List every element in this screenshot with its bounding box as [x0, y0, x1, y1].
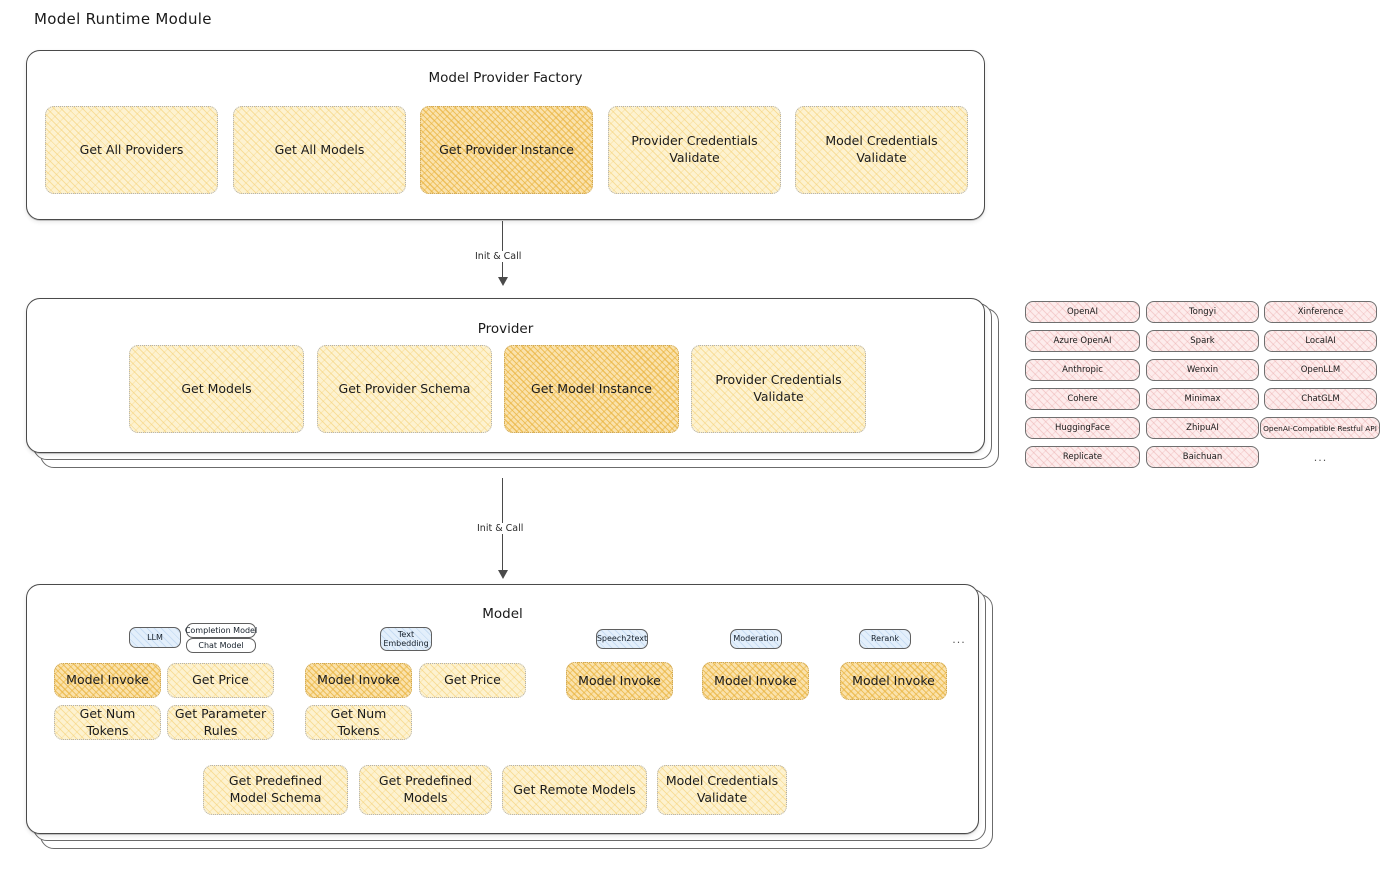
model-shared-node-get-predefined-models[interactable]: Get Predefined Models	[359, 765, 492, 815]
llm-node-get-num-tokens[interactable]: Get Num Tokens	[54, 705, 161, 740]
connector-label: Init & Call	[472, 251, 525, 262]
llm-node-get-parameter-rules[interactable]: Get Parameter Rules	[167, 705, 274, 740]
factory-node-provider-credentials-validate[interactable]: Provider Credentials Validate	[608, 106, 781, 194]
connector-label: Init & Call	[474, 523, 527, 534]
provider-pill-anthropic[interactable]: Anthropic	[1025, 359, 1140, 381]
provider-pill-xinference[interactable]: Xinference	[1264, 301, 1377, 323]
provider-node-provider-credentials-validate[interactable]: Provider Credentials Validate	[691, 345, 866, 433]
model-type-badge-moderation[interactable]: Moderation	[730, 629, 782, 649]
model-type-badge-llm[interactable]: LLM	[129, 627, 181, 648]
text-embedding-node-model-invoke[interactable]: Model Invoke	[305, 663, 412, 698]
provider-pill-wenxin[interactable]: Wenxin	[1146, 359, 1259, 381]
provider-node-get-model-instance[interactable]: Get Model Instance	[504, 345, 679, 433]
moderation-node-model-invoke[interactable]: Model Invoke	[702, 662, 809, 700]
provider-pill-openai[interactable]: OpenAI	[1025, 301, 1140, 323]
model-shared-node-model-credentials-validate[interactable]: Model Credentials Validate	[657, 765, 787, 815]
provider-title: Provider	[477, 321, 534, 337]
provider-pill-azure-openai[interactable]: Azure OpenAI	[1025, 330, 1140, 352]
factory-node-get-all-models[interactable]: Get All Models	[233, 106, 406, 194]
model-type-badge-rerank[interactable]: Rerank	[859, 629, 911, 649]
provider-pill-spark[interactable]: Spark	[1146, 330, 1259, 352]
provider-pill-replicate[interactable]: Replicate	[1025, 446, 1140, 468]
speech2text-node-model-invoke[interactable]: Model Invoke	[566, 662, 673, 700]
factory-node-model-credentials-validate[interactable]: Model Credentials Validate	[795, 106, 968, 194]
model-subbadge-chat-model[interactable]: Chat Model	[186, 638, 256, 653]
factory-node-get-provider-instance[interactable]: Get Provider Instance	[420, 106, 593, 194]
llm-node-get-price[interactable]: Get Price	[167, 663, 274, 698]
model-types-more-ellipsis: ...	[952, 632, 966, 646]
model-provider-factory-title: Model Provider Factory	[428, 70, 583, 86]
text-embedding-node-get-num-tokens[interactable]: Get Num Tokens	[305, 705, 412, 740]
provider-pill-cohere[interactable]: Cohere	[1025, 388, 1140, 410]
connector-line	[502, 221, 504, 279]
provider-pill-huggingface[interactable]: HuggingFace	[1025, 417, 1140, 439]
rerank-node-model-invoke[interactable]: Model Invoke	[840, 662, 947, 700]
provider-pill-baichuan[interactable]: Baichuan	[1146, 446, 1259, 468]
arrow-head-icon	[498, 277, 508, 286]
provider-node-get-provider-schema[interactable]: Get Provider Schema	[317, 345, 492, 433]
provider-pill-zhipuai[interactable]: ZhipuAI	[1146, 417, 1259, 439]
page-title: Model Runtime Module	[34, 10, 212, 28]
provider-pill-openai-compatible-restful-api[interactable]: OpenAI-Compatible Restful API	[1260, 417, 1380, 439]
llm-node-model-invoke[interactable]: Model Invoke	[54, 663, 161, 698]
model-type-badge-text-embedding[interactable]: Text Embedding	[380, 627, 432, 651]
factory-node-get-all-providers[interactable]: Get All Providers	[45, 106, 218, 194]
model-type-badge-speech2text[interactable]: Speech2text	[596, 629, 648, 649]
model-shared-node-get-predefined-model-schema[interactable]: Get Predefined Model Schema	[203, 765, 348, 815]
text-embedding-node-get-price[interactable]: Get Price	[419, 663, 526, 698]
provider-list-more-ellipsis: ...	[1313, 450, 1328, 464]
provider-pill-localai[interactable]: LocalAI	[1264, 330, 1377, 352]
provider-pill-openllm[interactable]: OpenLLM	[1264, 359, 1377, 381]
model-subbadge-completion-model[interactable]: Completion Model	[185, 623, 257, 638]
provider-pill-tongyi[interactable]: Tongyi	[1146, 301, 1259, 323]
model-title: Model	[482, 606, 523, 622]
provider-pill-chatglm[interactable]: ChatGLM	[1264, 388, 1377, 410]
arrow-head-icon	[498, 570, 508, 579]
provider-pill-minimax[interactable]: Minimax	[1146, 388, 1259, 410]
model-shared-node-get-remote-models[interactable]: Get Remote Models	[502, 765, 647, 815]
provider-node-get-models[interactable]: Get Models	[129, 345, 304, 433]
